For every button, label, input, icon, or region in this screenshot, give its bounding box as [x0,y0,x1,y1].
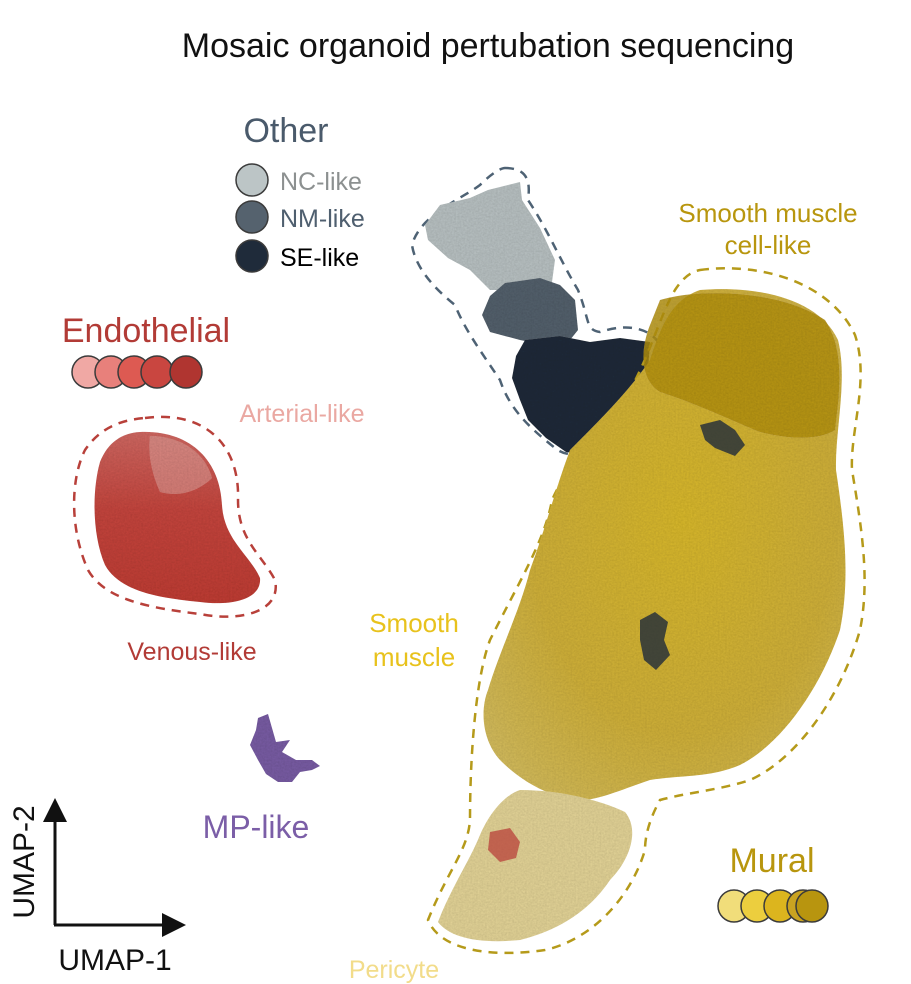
arterial-like-points [149,436,212,495]
nm-like-label: NM-like [280,205,365,233]
mural-swatch-5 [795,889,829,923]
pericyte-points [438,790,633,942]
mp-like-points [250,714,320,782]
umap-y-axis-arrowhead [43,798,67,822]
endothelial-swatch-4 [140,355,174,389]
endothelial-swatches [71,355,203,389]
endothelial-cluster [72,415,277,618]
endothelial-swatch-5 [169,355,203,389]
nm-like-points [482,278,578,345]
nm-like-swatch [235,200,269,234]
mural-cluster [426,267,866,955]
venous-like-label: Venous-like [127,638,256,666]
nc-like-label: NC-like [280,168,362,196]
smooth-muscle-cell-like-label-2: cell-like [725,230,812,260]
se-like-points [512,336,650,455]
dark-cells-center [640,612,670,670]
se-like-swatch [235,239,269,273]
other-cluster [410,166,660,456]
smooth-muscle-label-2: muscle [373,642,455,672]
dark-cells-upper [700,420,745,456]
arterial-like-label: Arterial-like [239,400,364,428]
pericyte-red-patch [488,828,520,862]
mural-group-label: Mural [729,842,814,880]
smooth-muscle-cell-like-label-1: Smooth muscle [678,198,857,228]
other-group-label: Other [243,112,328,150]
nc-like-swatch [235,163,269,197]
umap-axes: UMAP-1 UMAP-2 [8,798,186,977]
pericyte-label: Pericyte [349,956,439,984]
umap-x-label: UMAP-1 [58,944,171,977]
nc-like-points [425,182,555,290]
mural-swatches [717,889,829,923]
se-like-label: SE-like [280,244,359,272]
chart-title: Mosaic organoid pertubation sequencing [182,27,794,65]
endothelial-cluster-outline [72,415,277,618]
endothelial-points [94,431,261,604]
smooth-muscle-cell-like-points [643,293,840,438]
umap-y-label: UMAP-2 [8,805,41,918]
endothelial-group-label: Endothelial [62,312,230,350]
mp-like-label: MP-like [203,809,310,845]
umap-x-axis-arrowhead [162,913,186,937]
smooth-muscle-label-1: Smooth [369,608,459,638]
